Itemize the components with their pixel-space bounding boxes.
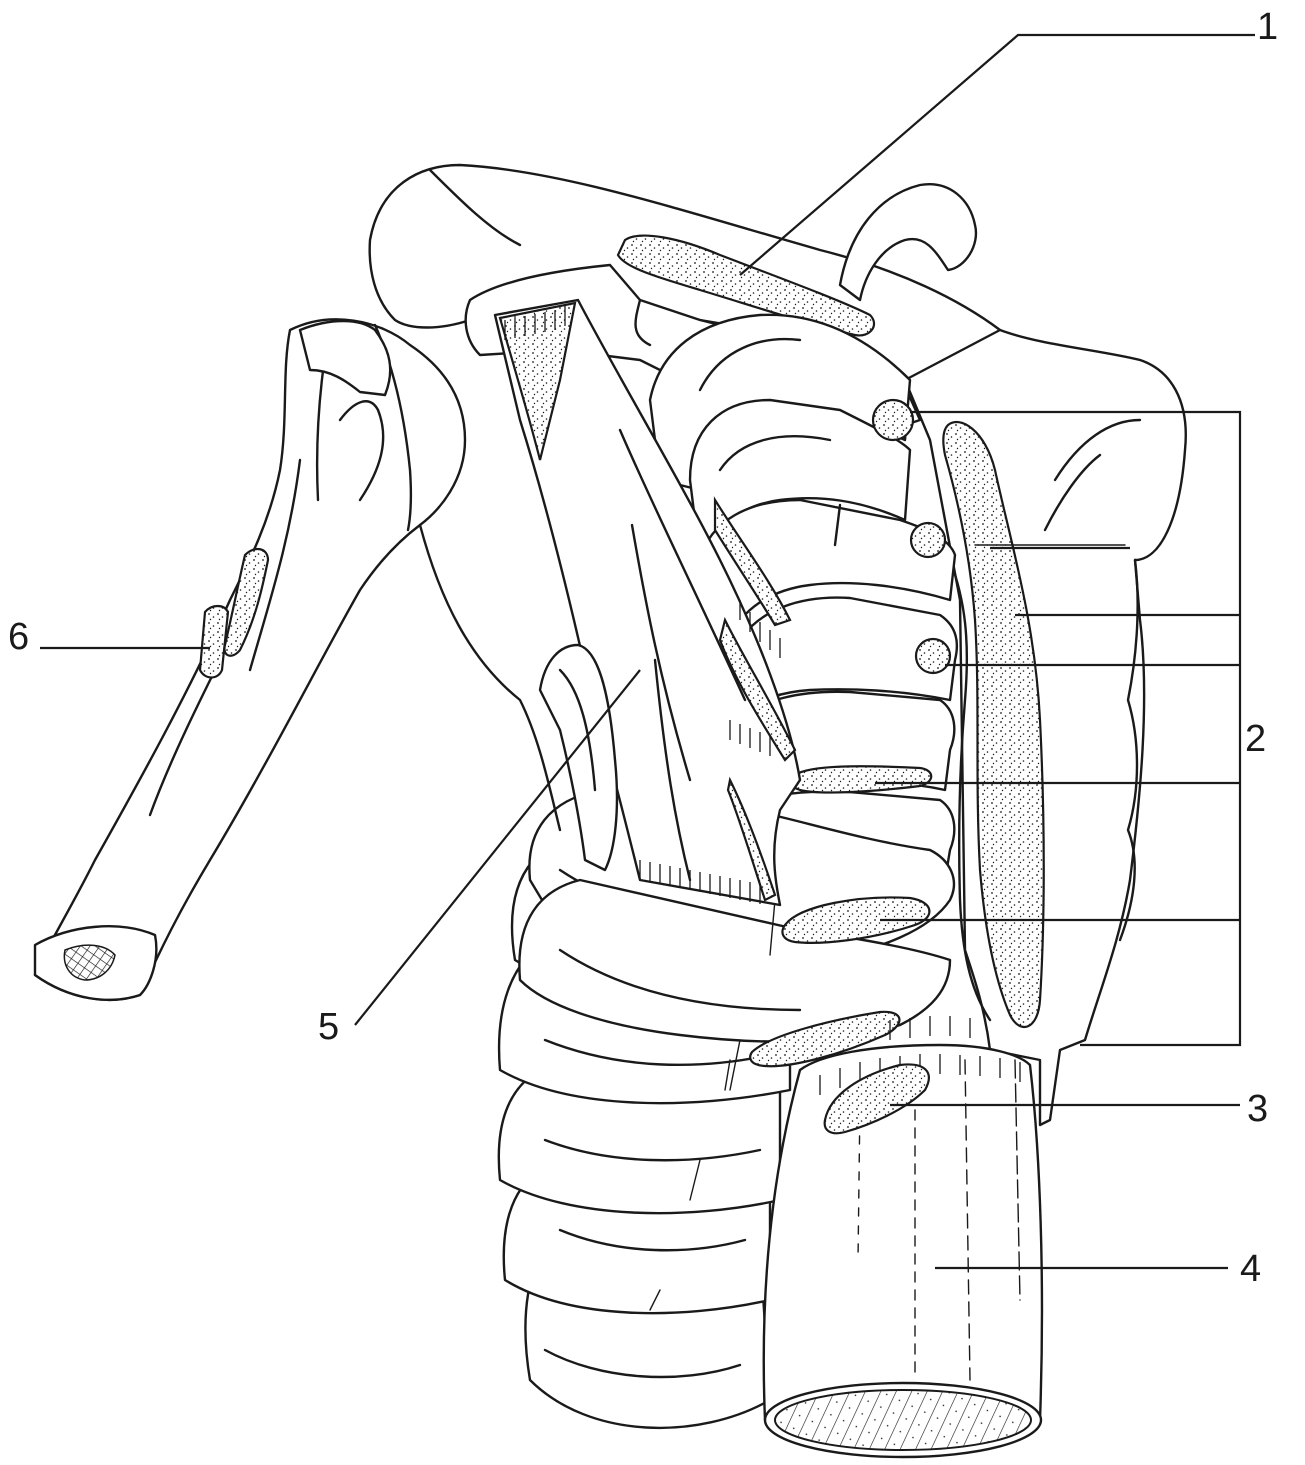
label-3: 3 xyxy=(1247,1090,1268,1128)
humerus xyxy=(35,319,560,999)
label-6: 6 xyxy=(8,618,29,656)
label-5: 5 xyxy=(318,1008,339,1046)
trachea xyxy=(764,1016,1042,1457)
label-2: 2 xyxy=(1245,720,1266,758)
label-1: 1 xyxy=(1257,8,1278,46)
leader-1 xyxy=(740,35,1255,275)
label-4: 4 xyxy=(1240,1250,1261,1288)
